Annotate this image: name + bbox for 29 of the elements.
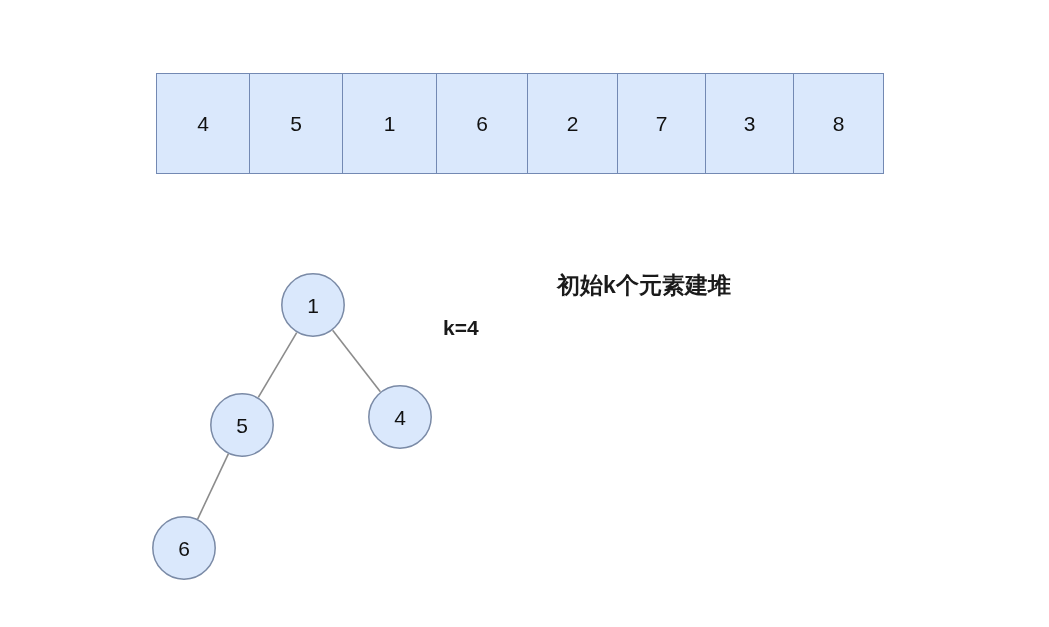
heap-node-circle [152, 516, 216, 580]
array-cell [156, 73, 250, 174]
node-value: 4 [394, 406, 406, 428]
array-cell [436, 73, 528, 174]
node-value: 6 [178, 537, 190, 559]
heap-node-circle [281, 273, 345, 337]
array-value: 5 [290, 113, 302, 134]
array-cell [793, 73, 884, 174]
heap-node-circle [368, 385, 432, 449]
array-value: 8 [832, 113, 845, 134]
array-cell [705, 73, 794, 174]
tree-edge [257, 331, 298, 399]
tree-edge [196, 453, 230, 520]
array-cell [527, 73, 618, 174]
node-value: 1 [307, 294, 319, 316]
array-value: 1 [383, 113, 396, 134]
array-value: 2 [566, 113, 579, 134]
array-value: 4 [197, 113, 209, 134]
array-cell [342, 73, 437, 174]
array-value: 6 [476, 113, 488, 134]
array-cell [249, 73, 343, 174]
array-value: 7 [655, 113, 668, 134]
array-value: 3 [743, 113, 756, 134]
array-cell [617, 73, 706, 174]
heap-node-circle [210, 393, 274, 457]
tree-edge [331, 329, 382, 393]
node-value: 5 [236, 414, 248, 436]
note-text: k=4 [443, 315, 479, 341]
step-heading: 初始k个元素建堆 [557, 272, 731, 300]
